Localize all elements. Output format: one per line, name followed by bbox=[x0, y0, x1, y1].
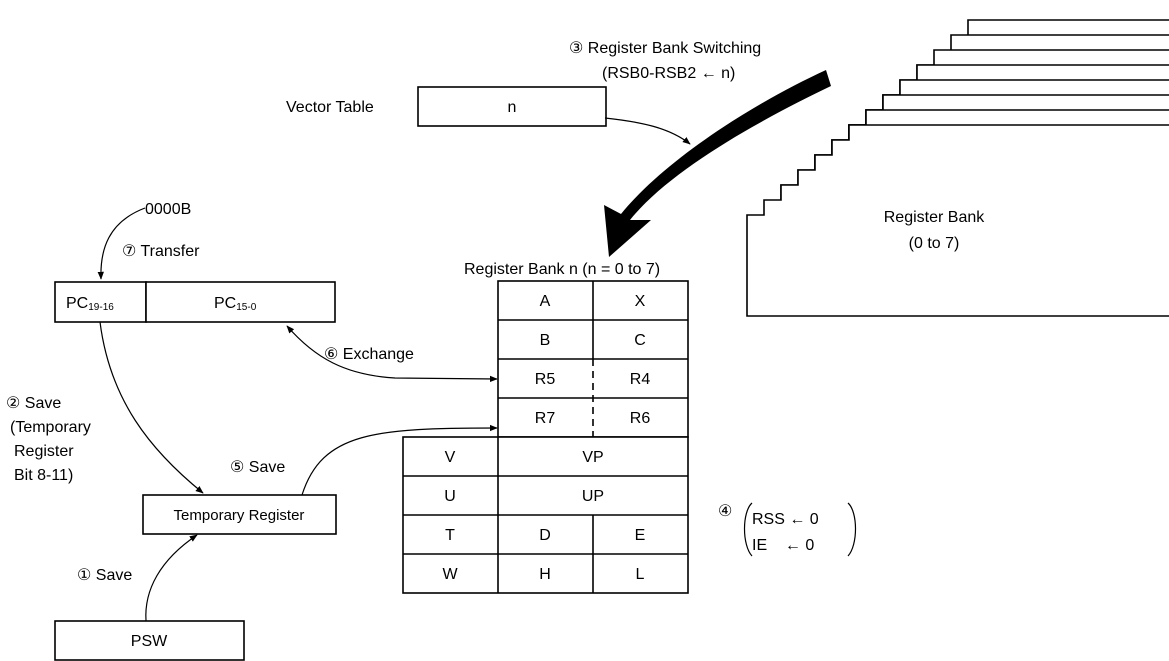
temporary-register-label: Temporary Register bbox=[174, 507, 305, 524]
psw-label: PSW bbox=[131, 633, 168, 650]
step4-number: ④ bbox=[718, 503, 732, 520]
step4-right-paren bbox=[847, 502, 857, 557]
pc-high-box bbox=[54, 281, 147, 323]
exchange-arrow bbox=[286, 325, 498, 383]
register-bank-stack-label-2: (0 to 7) bbox=[909, 235, 960, 252]
step2-label-3: Register bbox=[14, 443, 74, 460]
psw-box bbox=[54, 620, 245, 661]
save-psw-arrow bbox=[145, 534, 198, 622]
save-temp-arrow bbox=[301, 424, 498, 496]
reg-r4: R4 bbox=[630, 371, 651, 388]
step3-label: ③ Register Bank Switching bbox=[569, 40, 761, 57]
register-bank-n-title: Register Bank n (n = 0 to 7) bbox=[464, 261, 660, 278]
register-bank-frame bbox=[746, 124, 1169, 317]
reg-a: A bbox=[540, 293, 551, 310]
address-0000b: 0000B bbox=[145, 201, 191, 218]
reg-c: C bbox=[634, 332, 646, 349]
reg-w: W bbox=[442, 566, 458, 583]
reg-b: B bbox=[540, 332, 551, 349]
step4-line1: RSS ← 0 bbox=[752, 511, 819, 528]
bank-switching-arrow bbox=[604, 70, 831, 257]
save-pc-arrow bbox=[99, 321, 204, 494]
step5-label: ⑤ Save bbox=[230, 459, 285, 476]
reg-h: H bbox=[539, 566, 551, 583]
pc-high-label: PC19-16 bbox=[66, 295, 114, 313]
step4-line2: IE ← 0 bbox=[752, 537, 814, 554]
reg-u: U bbox=[444, 488, 456, 505]
pc-low-box bbox=[145, 281, 336, 323]
reg-d: D bbox=[539, 527, 551, 544]
vector-table-box bbox=[417, 86, 607, 127]
vector-table-value: n bbox=[508, 99, 517, 116]
step1-label: ① Save bbox=[77, 567, 132, 584]
reg-r6: R6 bbox=[630, 410, 651, 427]
reg-vp: VP bbox=[582, 449, 603, 466]
reg-up: UP bbox=[582, 488, 604, 505]
step6-label: ⑥ Exchange bbox=[324, 346, 414, 363]
reg-e: E bbox=[635, 527, 646, 544]
reg-l: L bbox=[636, 566, 645, 583]
step4-left-paren bbox=[743, 502, 753, 557]
transfer-arrow bbox=[97, 207, 146, 280]
register-bank-stack bbox=[746, 19, 1169, 317]
register-bank-n-table bbox=[402, 280, 689, 594]
step2-label-2: (Temporary bbox=[10, 419, 91, 436]
vector-table-label: Vector Table bbox=[286, 99, 374, 116]
step7-label: ⑦ Transfer bbox=[122, 243, 200, 260]
reg-t: T bbox=[445, 527, 455, 544]
step2-label-4: Bit 8-11) bbox=[14, 467, 73, 484]
reg-r7: R7 bbox=[535, 410, 556, 427]
pc-low-label: PC15-0 bbox=[214, 295, 257, 313]
step3-sub: (RSB0-RSB2 ← n) bbox=[602, 65, 735, 82]
reg-v: V bbox=[445, 449, 456, 466]
reg-r5: R5 bbox=[535, 371, 556, 388]
step2-label-1: ② Save bbox=[6, 395, 61, 412]
reg-x: X bbox=[635, 293, 646, 310]
temporary-register-box bbox=[142, 494, 337, 535]
register-bank-stack-label-1: Register Bank bbox=[884, 209, 985, 226]
vector-table-arrow bbox=[604, 117, 691, 145]
